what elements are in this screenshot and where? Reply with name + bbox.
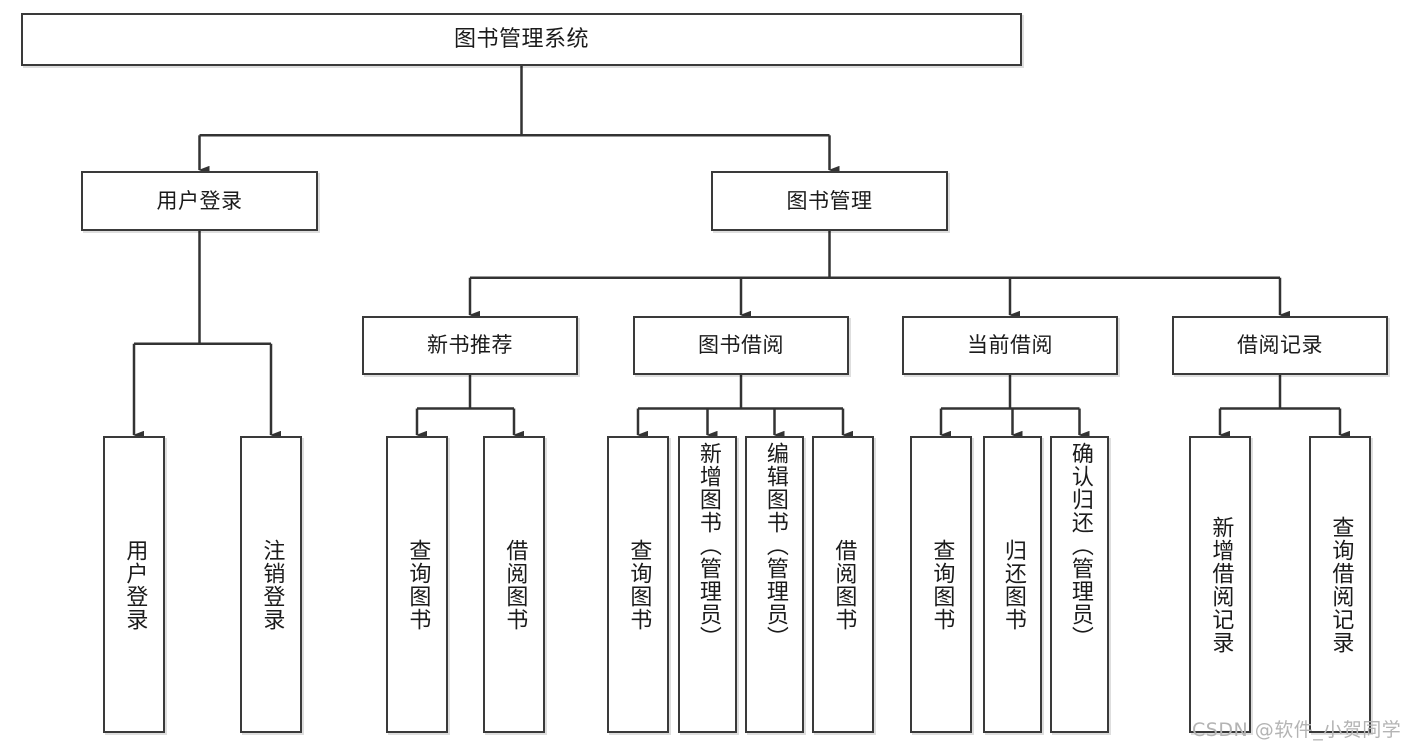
node-label: 编辑图书（管理员） [762, 442, 788, 649]
node-label: 新书推荐 [427, 333, 513, 358]
node-n-user: 用户登录 [81, 171, 318, 231]
node-l10: 归还图书 [983, 436, 1042, 733]
node-label: 查询图书 [405, 538, 431, 631]
node-label: 注销登录 [259, 538, 285, 631]
node-label: 用户登录 [122, 538, 148, 631]
node-label: 新增借阅记录 [1208, 515, 1234, 654]
node-l12: 新增借阅记录 [1189, 436, 1251, 733]
node-n-book: 图书管理 [711, 171, 948, 231]
node-label: 查询图书 [626, 538, 652, 631]
node-label: 借阅图书 [831, 538, 857, 631]
csdn-watermark: CSDN @软件_小贺同学 [1192, 719, 1402, 741]
node-label: 借阅记录 [1237, 333, 1323, 358]
node-label: 查询图书 [929, 538, 955, 631]
node-l2: 注销登录 [240, 436, 302, 733]
node-label: 确认归还（管理员） [1067, 442, 1093, 649]
node-root: 图书管理系统 [21, 13, 1022, 66]
node-n-new: 新书推荐 [362, 316, 578, 375]
node-label: 借阅图书 [502, 538, 528, 631]
node-label: 图书借阅 [698, 333, 784, 358]
edge-layer [132, 66, 1350, 440]
node-l13: 查询借阅记录 [1309, 436, 1371, 733]
node-l5: 查询图书 [607, 436, 669, 733]
node-l1: 用户登录 [103, 436, 165, 733]
node-label: 图书管理系统 [453, 26, 589, 52]
node-n-rec: 借阅记录 [1172, 316, 1388, 375]
node-l4: 借阅图书 [483, 436, 545, 733]
node-l8: 借阅图书 [812, 436, 874, 733]
node-label: 用户登录 [156, 188, 243, 213]
node-l6: 新增图书（管理员） [678, 436, 737, 733]
node-n-cur: 当前借阅 [902, 316, 1118, 375]
node-label: 当前借阅 [967, 333, 1053, 358]
node-label: 查询借阅记录 [1328, 515, 1354, 654]
node-n-bor: 图书借阅 [633, 316, 849, 375]
node-label: 新增图书（管理员） [695, 442, 721, 649]
node-label: 归还图书 [1000, 538, 1026, 631]
node-l11: 确认归还（管理员） [1050, 436, 1109, 733]
node-l7: 编辑图书（管理员） [745, 436, 804, 733]
node-l9: 查询图书 [910, 436, 972, 733]
node-label: 图书管理 [786, 188, 873, 213]
node-l3: 查询图书 [386, 436, 448, 733]
